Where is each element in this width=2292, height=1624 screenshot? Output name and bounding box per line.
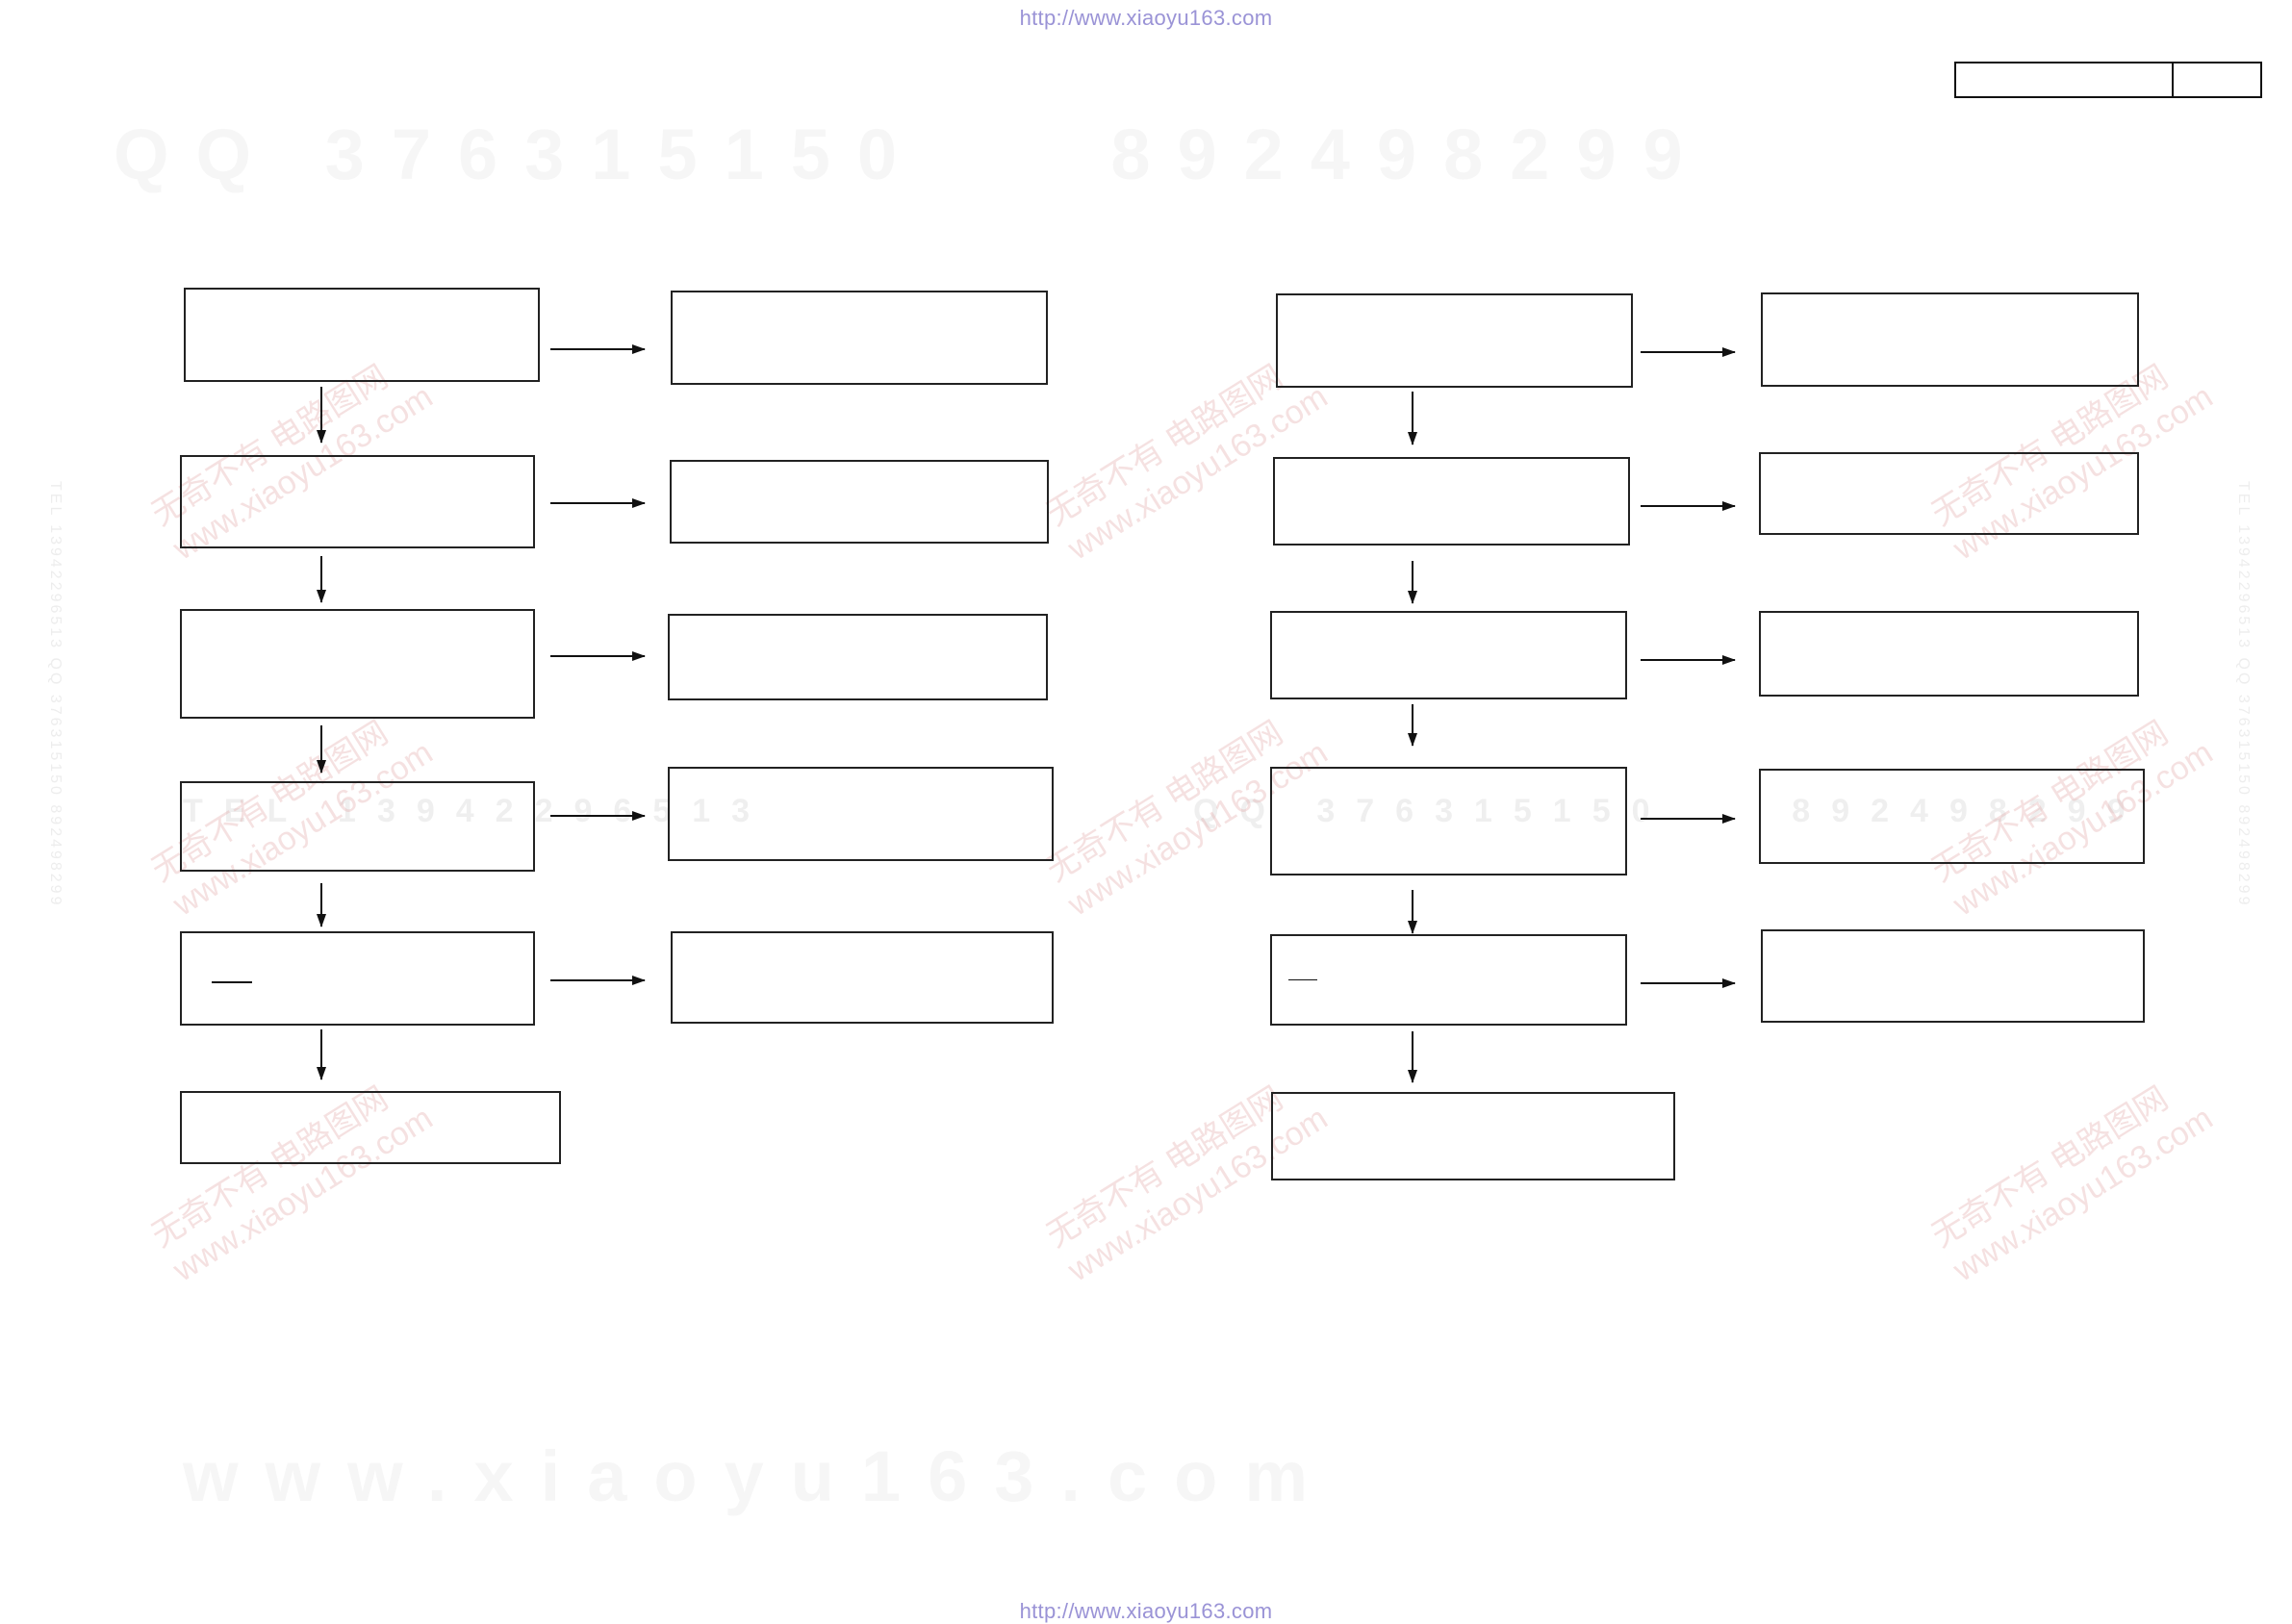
watermark-side-left: TEL 13942296513 QQ 376315150 892498299 <box>47 481 64 908</box>
right-side-box-5 <box>1761 929 2145 1023</box>
right-main-box-6 <box>1271 1092 1675 1180</box>
right-side-box-4 <box>1759 769 2145 864</box>
right-main-box-1 <box>1276 293 1633 388</box>
overline-mark <box>1288 979 1317 980</box>
footer-url[interactable]: http://www.xiaoyu163.com <box>1019 1599 1273 1623</box>
right-main-box-4 <box>1270 767 1627 875</box>
left-main-box-6 <box>180 1091 561 1164</box>
left-main-box-3 <box>180 609 535 719</box>
left-side-box-2 <box>670 460 1049 544</box>
title-block-divider <box>2172 63 2174 96</box>
watermark-qq: QQ 376315150 892498299 <box>114 114 1710 194</box>
watermark-site: www.xiaoyu163.com <box>183 1436 1336 1516</box>
right-main-box-3 <box>1270 611 1627 699</box>
left-side-box-1 <box>671 291 1048 385</box>
watermark-side-right: TEL 13942296513 QQ 376315150 892498299 <box>2235 481 2252 908</box>
left-main-box-5 <box>180 931 535 1026</box>
right-side-box-2 <box>1759 452 2139 535</box>
header-url[interactable]: http://www.xiaoyu163.com <box>1019 6 1273 30</box>
left-side-box-3 <box>668 614 1048 700</box>
title-block <box>1954 62 2262 98</box>
right-main-box-2 <box>1273 457 1630 546</box>
left-main-box-4 <box>180 781 535 872</box>
left-main-box-2 <box>180 455 535 548</box>
overline-mark <box>212 981 252 983</box>
watermark-qq-right: QQ 376315150 892498299 <box>1193 793 2147 829</box>
right-side-box-1 <box>1761 292 2139 387</box>
left-main-box-1 <box>184 288 540 382</box>
left-side-box-4 <box>668 767 1054 861</box>
watermark-tel-left: TEL 13942296513 <box>183 793 772 829</box>
right-main-box-5 <box>1270 934 1627 1026</box>
left-side-box-5 <box>671 931 1054 1024</box>
right-side-box-3 <box>1759 611 2139 697</box>
